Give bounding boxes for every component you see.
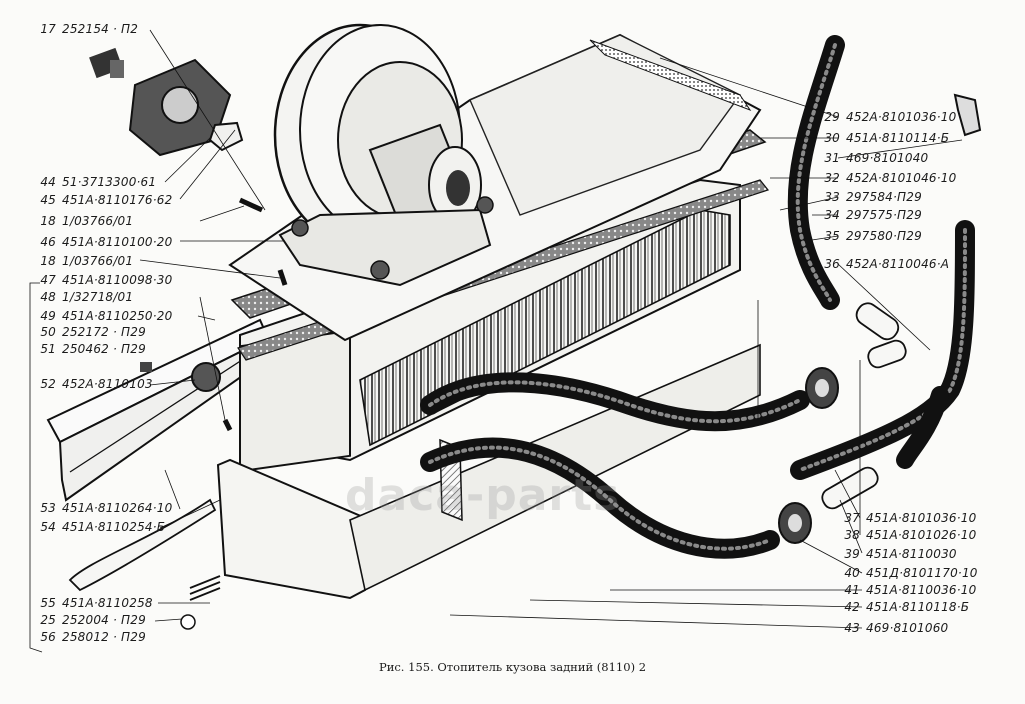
- left-leader-lines: [29, 29, 285, 653]
- right-leader-lines: [449, 57, 963, 629]
- couplings: [778, 93, 982, 544]
- hoses: [420, 35, 975, 559]
- figure-caption: Рис. 155. Отопитель кузова задний (8110)…: [378, 660, 647, 674]
- fan-motor: [273, 23, 494, 287]
- watermark-text: daca-parts: [345, 470, 621, 521]
- small-parts: [68, 47, 288, 630]
